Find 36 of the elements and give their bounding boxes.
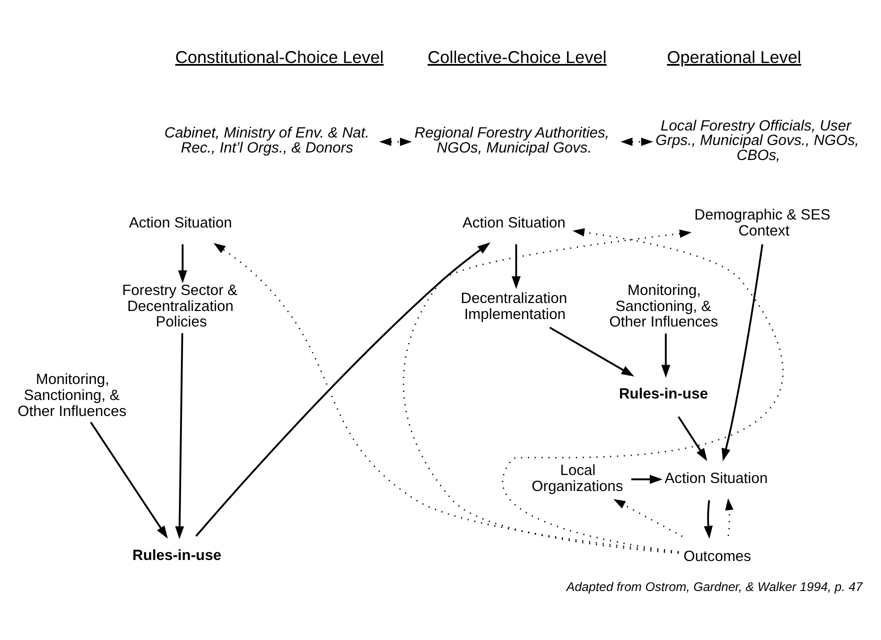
arrow: [502, 228, 783, 552]
label: Operational Level: [666, 46, 802, 67]
node-text: Monitoring, Sanctioning, & Other Influences: [609, 282, 718, 331]
arrow: [661, 334, 670, 378]
node-text: Local Forestry Officials, User Grps., Municipal Govs., NGOs, CBOs,: [656, 118, 860, 164]
arrow: [725, 498, 734, 536]
arrow: [613, 499, 683, 537]
node-text: Action Situation: [664, 471, 768, 488]
arrow: [178, 244, 188, 284]
node-text: Action Situation: [462, 215, 566, 232]
label: Collective-Choice Level: [428, 46, 607, 67]
node-text: Rules-in-use: [132, 548, 222, 564]
node-text: Demographic & SES Context: [694, 207, 830, 240]
label: Constitutional-Choice Level: [175, 46, 384, 67]
node-text: Regional Forestry Authorities, NGOs, Municipal Govs.: [414, 126, 610, 157]
arrow: [402, 230, 692, 554]
arrow: [195, 242, 490, 537]
arrow: [631, 474, 663, 484]
node-text: Cabinet, Ministry of Env. & Nat. Rec., Int’l Orgs., & Donors: [164, 126, 370, 157]
arrow: [512, 244, 521, 290]
node-text: Action Situation: [128, 215, 232, 232]
node-text: Forestry Sector & Decentralization Policies: [122, 282, 238, 331]
arrow: [722, 244, 764, 462]
node-text: Rules-in-use: [618, 386, 708, 403]
node-text: Outcomes: [684, 548, 752, 565]
arrow: [704, 500, 713, 539]
arrow: [90, 422, 168, 539]
node-text: Monitoring, Sanctioning, & Other Influences: [18, 372, 126, 420]
arrow: [678, 416, 708, 462]
arrow: [379, 138, 412, 146]
arrow: [620, 138, 654, 146]
arrow: [549, 326, 634, 376]
arrow: [175, 333, 184, 540]
node-text: Decentralization Implementation: [460, 290, 568, 323]
node-text: Local Organizations: [532, 463, 624, 496]
caption: Adapted from Ostrom, Gardner, & Walker 1994, p. 47: [566, 580, 863, 594]
